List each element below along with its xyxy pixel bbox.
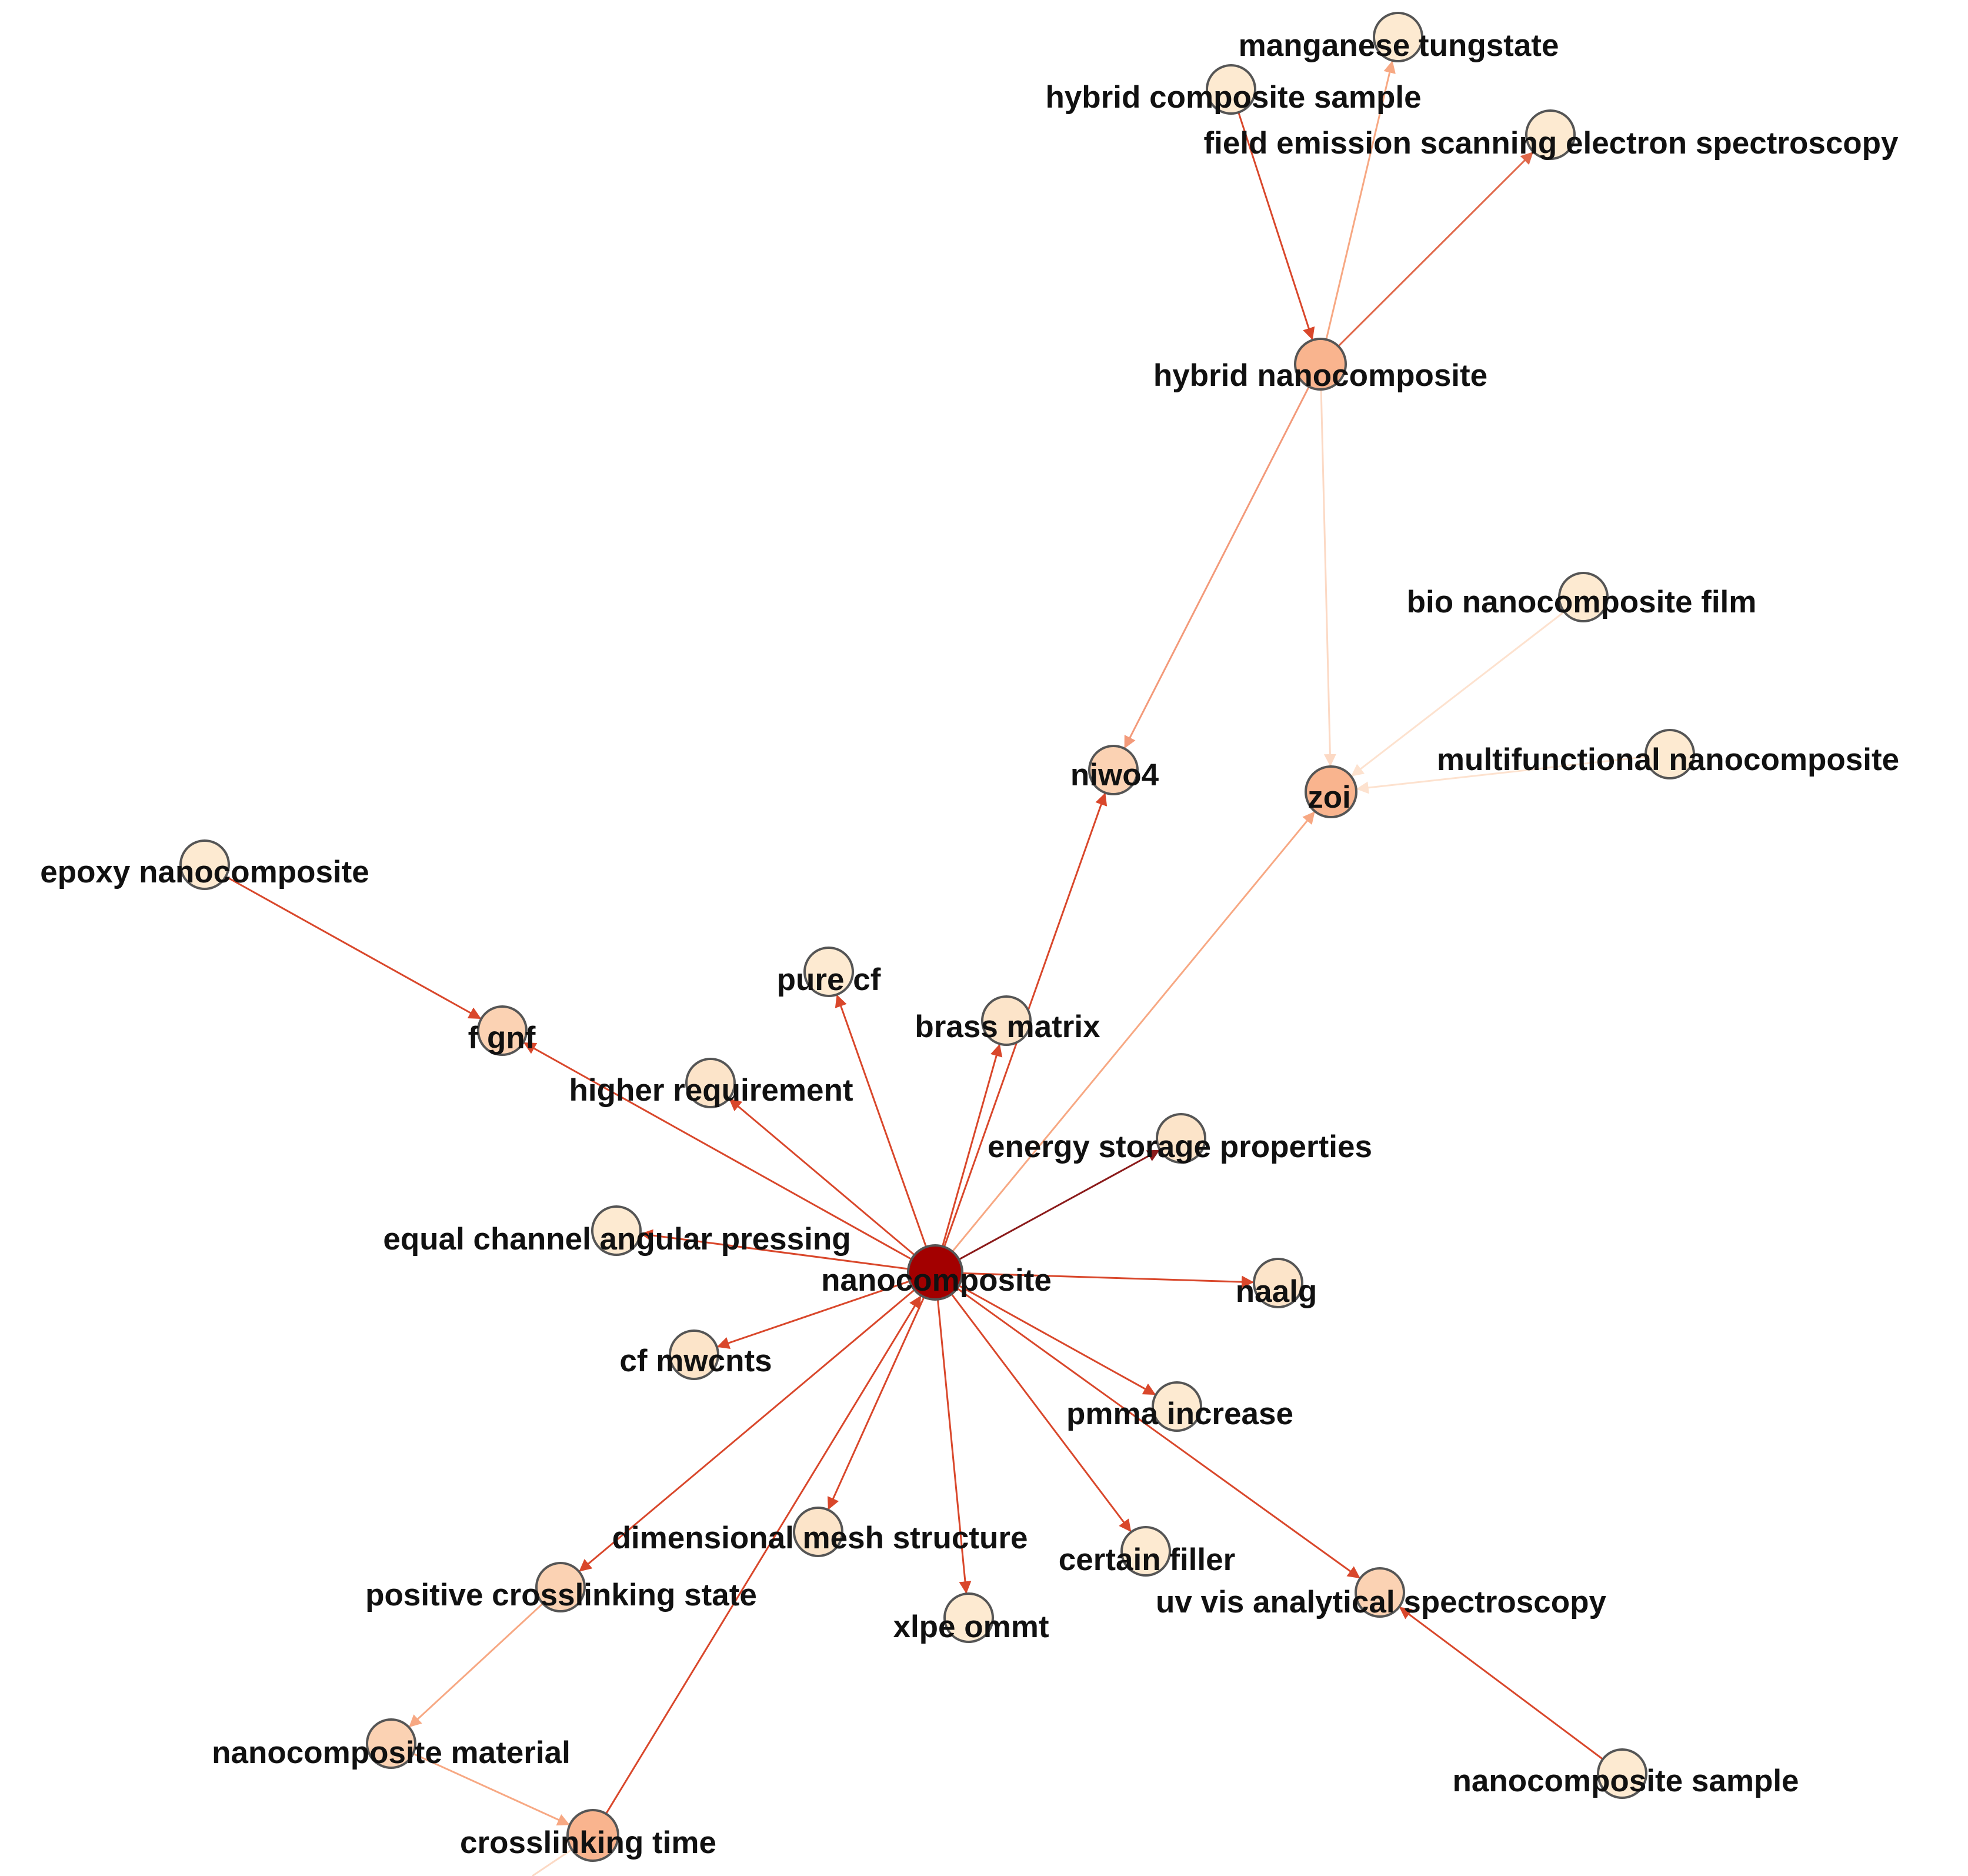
edge-layer (225, 60, 1646, 1876)
node-label-mesh-structure: dimensional mesh structure (612, 1521, 1028, 1555)
node-label-nanocomposite-material: nanocomposite material (212, 1735, 571, 1770)
node-label-naalg: naalg (1236, 1274, 1317, 1309)
edge-nanocomposite-to-xlpe_ommt (936, 1299, 972, 1594)
edge-hybrid_composite_sample-to-hybrid_nanocomposite (1237, 112, 1315, 341)
node-epoxy-nanocomposite[interactable] (179, 839, 230, 890)
edge-nanocomposite-to-uv_vis (956, 1287, 1361, 1580)
node-bio-film[interactable] (1558, 572, 1609, 622)
node-f-gnf[interactable] (477, 1005, 528, 1056)
edge-nanocomposite-to-zoi (952, 811, 1316, 1252)
edge-nanocomposite_sample-to-uv_vis (1398, 1606, 1604, 1760)
edge-nanocomposite-to-pmma_increase (958, 1284, 1156, 1396)
edge-nanocomposite-to-naalg (962, 1272, 1255, 1288)
node-label-bio-film: bio nanocomposite film (1407, 585, 1757, 619)
edge-positive_crosslinking-to-nanocomposite_material (408, 1602, 543, 1728)
label-layer: manganese tungstate hybrid composite samp… (40, 28, 1899, 1860)
node-label-manganese-tungstate: manganese tungstate (1239, 28, 1559, 63)
node-multifunctional[interactable] (1645, 729, 1695, 779)
node-uv-vis[interactable] (1355, 1567, 1405, 1618)
edge-nanocomposite-to-brass_matrix (942, 1044, 1003, 1247)
node-label-certain-filler: certain filler (1059, 1542, 1235, 1577)
node-label-xlpe-ommt: xlpe ommt (893, 1610, 1049, 1644)
node-xlpe-ommt[interactable] (943, 1592, 994, 1643)
node-label-hybrid-composite-sample: hybrid composite sample (1045, 80, 1421, 115)
node-label-nanocomposite: nanocomposite (821, 1263, 1052, 1298)
node-label-hybrid-nanocomposite: hybrid nanocomposite (1153, 358, 1487, 393)
edge-hybrid_nanocomposite-to-fesem (1337, 151, 1535, 347)
edge-hybrid_nanocomposite-to-manganese_tungstate (1325, 60, 1396, 340)
node-label-positive-crosslinking: positive crosslinking state (365, 1578, 757, 1612)
node-zoi[interactable] (1305, 765, 1357, 818)
edge-bio_film-to-zoi (1350, 611, 1565, 777)
node-label-uv-vis: uv vis analytical spectroscopy (1156, 1585, 1606, 1620)
node-label-brass-matrix: brass matrix (915, 1009, 1100, 1044)
node-label-zoi: zoi (1307, 780, 1351, 815)
node-label-niwo4: niwo4 (1070, 758, 1159, 792)
node-pmma-increase[interactable] (1152, 1381, 1202, 1432)
node-label-fesem: field emission scanning electron spectro… (1203, 126, 1899, 161)
node-ecap[interactable] (591, 1205, 642, 1256)
node-niwo4[interactable] (1088, 745, 1139, 795)
node-crosslinking-time[interactable] (566, 1809, 619, 1862)
edge-nanocomposite-to-cf_mwcnts (716, 1280, 910, 1349)
node-label-epoxy-nanocomposite: epoxy nanocomposite (40, 855, 369, 889)
edge-nanocomposite-to-higher_requirement (728, 1098, 915, 1256)
node-layer (179, 12, 1695, 1862)
node-label-multifunctional: multifunctional nanocomposite (1437, 742, 1899, 777)
node-pure-cf[interactable] (803, 947, 854, 997)
node-nanocomposite-material[interactable] (366, 1718, 416, 1769)
edge-nanocomposite-to-certain_filler (950, 1293, 1132, 1533)
node-hybrid-composite-sample[interactable] (1206, 64, 1256, 115)
node-label-crosslinking-time: crosslinking time (460, 1825, 716, 1860)
edge-crosslinking_time-to-offscreen (532, 1848, 573, 1876)
node-brass-matrix[interactable] (981, 995, 1032, 1046)
node-certain-filler[interactable] (1120, 1526, 1171, 1577)
node-label-f-gnf: f gnf (468, 1021, 536, 1055)
node-cf-mwcnts[interactable] (669, 1329, 719, 1380)
node-higher-requirement[interactable] (685, 1058, 736, 1108)
node-manganese-tungstate[interactable] (1373, 12, 1423, 62)
edge-epoxy_nanocomposite-to-f_gnf (225, 875, 482, 1020)
edge-nanocomposite-to-energy_storage (958, 1149, 1160, 1261)
node-label-nanocomposite-sample: nanocomposite sample (1452, 1764, 1799, 1798)
edge-nanocomposite-to-positive_crosslinking (578, 1289, 915, 1572)
node-positive-crosslinking[interactable] (535, 1562, 586, 1612)
node-label-pure-cf: pure cf (777, 962, 881, 997)
node-fesem[interactable] (1525, 109, 1576, 160)
edge-nanocomposite-to-f_gnf (523, 1041, 912, 1260)
edge-nanocomposite-to-mesh_structure (827, 1297, 925, 1511)
edge-hybrid_nanocomposite-to-zoi (1320, 389, 1336, 767)
node-label-cf-mwcnts: cf mwcnts (619, 1344, 772, 1378)
edge-hybrid_nanocomposite-to-niwo4 (1123, 386, 1310, 749)
edge-multifunctional-to-zoi (1356, 756, 1646, 794)
node-naalg[interactable] (1253, 1258, 1303, 1308)
edge-nanocomposite-to-ecap (640, 1229, 909, 1270)
node-label-higher-requirement: higher requirement (569, 1073, 853, 1108)
edge-nanocomposite_material-to-crosslinking_time (412, 1752, 571, 1826)
edge-crosslinking_time-to-nanocomposite (605, 1295, 922, 1815)
node-hybrid-nanocomposite[interactable] (1294, 338, 1347, 391)
edge-nanocomposite-to-pure_cf (835, 994, 928, 1248)
node-energy-storage[interactable] (1156, 1113, 1206, 1164)
node-label-ecap: equal channel angular pressing (383, 1222, 850, 1257)
node-nanocomposite-sample[interactable] (1597, 1748, 1647, 1799)
node-nanocomposite[interactable] (907, 1244, 963, 1301)
node-label-pmma-increase: pmma increase (1066, 1397, 1293, 1431)
node-label-energy-storage: energy storage properties (988, 1129, 1372, 1164)
node-mesh-structure[interactable] (793, 1507, 843, 1557)
